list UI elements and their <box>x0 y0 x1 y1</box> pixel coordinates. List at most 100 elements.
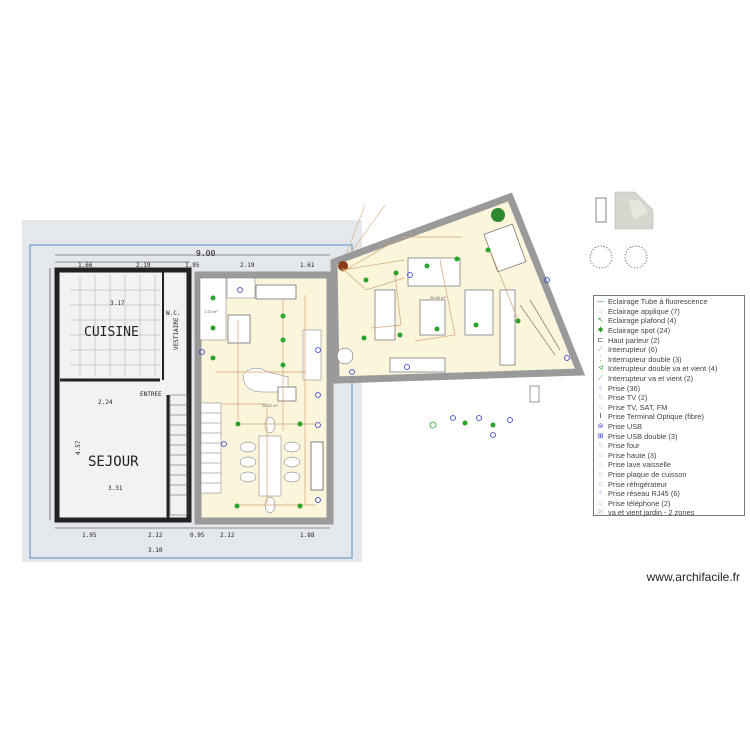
spot-light-icon[interactable] <box>515 318 521 324</box>
legend-label: Eclairage Tube à fluorescence <box>608 297 708 307</box>
legend-item: — Eclairage Tube à fluorescence <box>596 297 742 307</box>
legend-item: ◌Prise four <box>596 441 742 451</box>
sofa <box>407 257 461 287</box>
spot-light-icon[interactable] <box>454 256 460 262</box>
legend-label: Interrupteur (6) <box>608 345 658 355</box>
legend-label: Prise USB double (3) <box>608 431 678 441</box>
spot-light-icon[interactable] <box>434 326 440 332</box>
legend-label: Prise haute (3) <box>608 450 657 460</box>
spot-light-icon[interactable] <box>363 277 369 283</box>
living-room-extension[interactable]: 26.84 m² <box>330 192 586 384</box>
spot-light-icon[interactable] <box>424 263 430 269</box>
socket-icon[interactable] <box>315 422 321 428</box>
double-two-way-switch-icon: ≮ <box>598 365 603 373</box>
ground-floor-room[interactable]: 1.53 m² 26.32 m² <box>194 271 334 525</box>
coffee-table <box>419 299 446 336</box>
fridge-socket-icon: ◌ <box>598 480 603 488</box>
scan-dimension: 9.00 <box>196 249 215 258</box>
socket-icon[interactable] <box>199 349 205 355</box>
socket-icon[interactable] <box>544 277 550 283</box>
legend-label: Prise plaque de cuisson <box>608 469 687 479</box>
legend-label: Prise réfrigérateur <box>608 479 668 489</box>
door-object[interactable] <box>595 197 607 223</box>
socket-icon[interactable] <box>315 497 321 503</box>
fluorescent-tube-icon: — <box>597 298 604 306</box>
ceiling-light-icon: ↖ <box>597 317 604 325</box>
spot-light-icon[interactable] <box>210 355 216 361</box>
deck-chair <box>519 299 561 356</box>
socket-icon[interactable] <box>407 272 413 278</box>
spot-light-icon[interactable] <box>485 247 491 253</box>
armchair <box>464 289 494 336</box>
area-label: 26.32 m² <box>262 403 278 408</box>
legend-item: ✱Eclairage spot (24) <box>596 326 742 336</box>
socket-icon[interactable] <box>221 441 227 447</box>
legend-item: ◌ Prise plaque de cuisson <box>596 470 742 480</box>
legend-label: Prise (36) <box>608 383 641 393</box>
scan-dimension: 3.10 <box>148 547 163 554</box>
legend-item: ≮Interrupteur double va et vient (4) <box>596 364 742 374</box>
wiring <box>341 236 519 342</box>
sofa <box>374 289 396 341</box>
socket-icon[interactable] <box>315 392 321 398</box>
legend-item: ◌Prise téléphone (2) <box>596 498 742 508</box>
socket-icon[interactable] <box>349 369 355 375</box>
scan-dimension: 2.19 <box>240 262 255 269</box>
tv-unit <box>389 357 446 373</box>
cooktop-socket-icon: ◌ <box>598 470 603 478</box>
spot-light-icon[interactable] <box>210 295 216 301</box>
spot-light-icon[interactable] <box>297 421 303 427</box>
scan-dimension: 1.95 <box>82 532 97 539</box>
sink <box>255 284 297 300</box>
scan-room-label: VESTIAIRE <box>173 317 180 350</box>
spot-light-icon[interactable] <box>397 332 403 338</box>
area-label: 26.84 m² <box>430 295 446 300</box>
legend-item: ⟋Interrupteur va et vient (2) <box>596 374 742 384</box>
legend-label: Haut parleur (2) <box>608 335 660 345</box>
object-palette <box>589 191 654 269</box>
scan-room-label: ENTREE <box>140 391 162 398</box>
bookcase <box>499 289 516 366</box>
dining-table <box>258 435 282 497</box>
spot-light-icon[interactable] <box>210 325 216 331</box>
legend-item: ⟋ Interrupteur (6) <box>596 345 742 355</box>
scan-dimension: 2.12 <box>220 532 235 539</box>
scan-dimension: 1.61 <box>300 262 315 269</box>
round-table-icon[interactable] <box>624 245 648 269</box>
legend-label: Interrupteur va et vient (2) <box>608 374 694 384</box>
planter <box>336 347 354 365</box>
sockets <box>199 272 570 503</box>
tv-socket-icon: ◌ <box>598 394 603 402</box>
rj45-socket-icon: ⁘ <box>597 490 604 498</box>
site-watermark: www.archifacile.fr <box>646 570 740 584</box>
spot-light-icon[interactable] <box>473 322 479 328</box>
spot-light-icon[interactable] <box>361 335 367 341</box>
socket-icon: ⁘ <box>597 384 604 392</box>
spot-light-icon[interactable] <box>280 337 286 343</box>
spot-light-icon[interactable] <box>280 313 286 319</box>
socket-icon[interactable] <box>564 355 570 361</box>
spot-light-icon[interactable] <box>393 270 399 276</box>
staircase <box>200 402 222 494</box>
cooktop <box>277 386 297 402</box>
socket-icon[interactable] <box>404 364 410 370</box>
kitchen-counter <box>302 329 322 381</box>
spot-light-icon[interactable] <box>297 503 303 509</box>
spot-light-icon: ✱ <box>597 327 604 335</box>
scan-room-label: W.C. <box>166 310 180 317</box>
legend-label: Prise USB <box>608 422 643 432</box>
usb-socket-icon: ⊜ <box>597 423 604 431</box>
spot-light-icon[interactable] <box>235 421 241 427</box>
round-table-icon[interactable] <box>589 245 613 269</box>
spot-light-icon[interactable] <box>280 362 286 368</box>
legend-label: Prise four <box>608 441 640 451</box>
socket-icon[interactable] <box>315 347 321 353</box>
plant-icon <box>491 208 505 222</box>
socket-icon[interactable] <box>237 287 243 293</box>
legend-label: Eclairage plafond (4) <box>608 316 677 326</box>
legend: — Eclairage Tube à fluorescence ◌ Eclairage… <box>593 295 745 517</box>
switch-icon: ⟋ <box>598 346 603 354</box>
spot-light-icon[interactable] <box>234 503 240 509</box>
legend-item: ⊏Haut parleur (2) <box>596 335 742 345</box>
